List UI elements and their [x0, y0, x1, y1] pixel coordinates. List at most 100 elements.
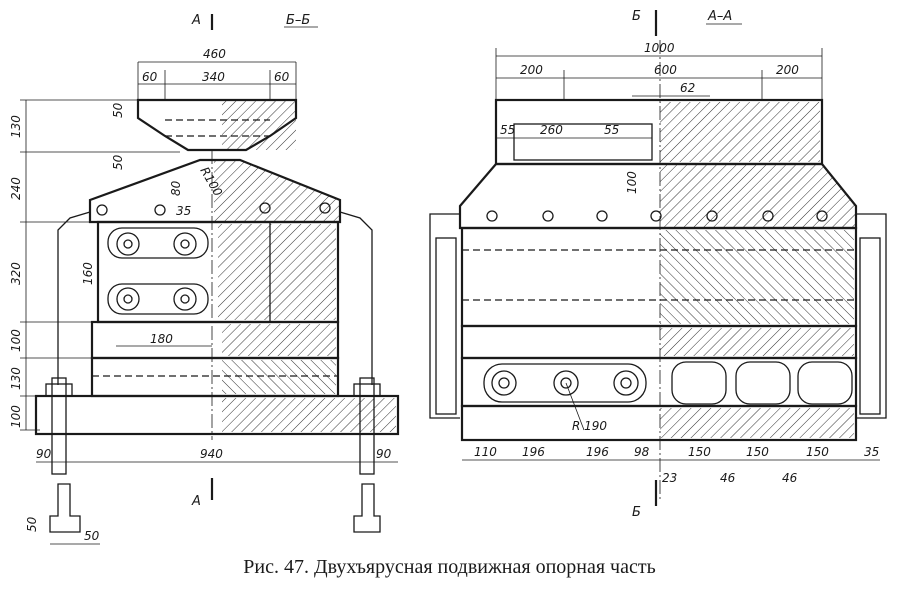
dim-46-a: 46 [720, 471, 736, 485]
dim-35-right: 35 [864, 445, 879, 459]
roller-axle [116, 232, 140, 256]
dim-anchor-50-h: 50 [84, 529, 100, 543]
dim-35: 35 [176, 204, 191, 218]
axle-center [560, 377, 572, 389]
dim-160: 160 [81, 262, 95, 285]
dim-196-b: 196 [586, 445, 609, 459]
dim-50-lower: 50 [111, 154, 125, 170]
right-upper-roller-hatch [660, 230, 854, 324]
dim-90-right: 90 [376, 447, 392, 461]
dim-150-a: 150 [688, 445, 711, 459]
bolt-head [486, 210, 498, 222]
nut [353, 383, 381, 397]
bolt-head [762, 210, 774, 222]
axle-center [180, 239, 190, 249]
anchor-detail-left [49, 483, 81, 533]
dim-340: 340 [202, 70, 225, 84]
right-roller-section [671, 361, 727, 405]
dim-46-b: 46 [782, 471, 798, 485]
left-anchor-bolt [51, 377, 67, 475]
upper-roller-hatch [218, 224, 336, 320]
dim-100-right: 100 [625, 171, 639, 194]
right-cut-mark-bottom: Б [632, 505, 641, 520]
dim-940: 940 [200, 447, 223, 461]
bolt-head [596, 210, 608, 222]
dim-23: 23 [662, 471, 677, 485]
dim-150-c: 150 [806, 445, 829, 459]
dim-60-right: 60 [274, 70, 290, 84]
right-top-cap-hatch [660, 102, 820, 162]
dim-r190: R 190 [572, 419, 607, 433]
right-base-plate [460, 404, 858, 442]
dim-55-left: 55 [500, 123, 515, 137]
right-roller-axle [491, 370, 517, 396]
dim-150-b: 150 [746, 445, 769, 459]
left-cut-mark-top: А [191, 13, 201, 28]
dim-196-a: 196 [522, 445, 545, 459]
dim-200-left: 200 [520, 63, 543, 77]
dim-600: 600 [654, 63, 677, 77]
right-view-left-hanger [429, 213, 460, 419]
dim-320: 320 [9, 262, 23, 285]
right-link-plate [483, 363, 647, 403]
base-plate [34, 394, 400, 436]
bolt-head [154, 204, 166, 216]
lower-roller-hatch [222, 360, 336, 394]
base-plate-hatch [222, 398, 396, 432]
dim-90-left: 90 [36, 447, 52, 461]
right-lower-roller-tier [460, 356, 858, 408]
axle-center [123, 239, 133, 249]
dim-260: 260 [540, 123, 563, 137]
right-section-title: А–А [707, 9, 732, 24]
right-anchor-bolt [359, 377, 375, 475]
roller-axle [173, 232, 197, 256]
bolt-head [816, 210, 828, 222]
dim-110: 110 [474, 445, 497, 459]
dim-55-right: 55 [604, 123, 619, 137]
dim-60-left: 60 [142, 70, 158, 84]
nut [45, 383, 73, 397]
bolt-head [542, 210, 554, 222]
left-cut-mark-bottom: А [191, 494, 201, 509]
dim-460: 460 [203, 47, 226, 61]
dim-98: 98 [634, 445, 650, 459]
bolt-head [650, 210, 662, 222]
dim-62: 62 [680, 81, 695, 95]
right-roller-section [735, 361, 791, 405]
roller-axle [173, 287, 197, 311]
right-view-right-hanger [856, 213, 887, 419]
figure-caption: Рис. 47. Двухъярусная подвижная опорная … [243, 556, 656, 578]
right-view: Б А–А 1000 200 600 200 62 55 260 55 100 [429, 9, 887, 520]
bolt-head [259, 202, 271, 214]
left-view: А Б–Б 460 60 340 60 130 240 320 100 130 … [9, 13, 400, 545]
dim-130-low: 130 [9, 367, 23, 390]
dim-200-right: 200 [776, 63, 799, 77]
dim-50-upper: 50 [111, 102, 125, 118]
anchor-detail-right [353, 483, 381, 533]
link-plate [107, 227, 209, 259]
axle-center [123, 294, 133, 304]
axle-center [620, 377, 632, 389]
bolt-head [319, 202, 331, 214]
right-roller-axle [613, 370, 639, 396]
upper-balancer-hatch [214, 160, 340, 222]
right-middle-plate-hatch [660, 328, 854, 356]
right-roller-section [797, 361, 853, 405]
dim-240: 240 [9, 177, 23, 200]
dim-100-bottom: 100 [9, 405, 23, 428]
middle-plate-hatch [222, 324, 336, 356]
right-tie-rod [339, 211, 373, 385]
side-guard-right [859, 237, 881, 415]
dim-1000: 1000 [644, 41, 675, 55]
dim-80: 80 [169, 180, 183, 196]
dim-180: 180 [150, 332, 173, 346]
side-guard-left [435, 237, 457, 415]
left-section-title: Б–Б [286, 13, 310, 28]
bolt-head [706, 210, 718, 222]
axle-center [498, 377, 510, 389]
top-cap-hatch [222, 100, 296, 150]
left-tie-rod [57, 211, 91, 385]
bolt-head [96, 204, 108, 216]
dim-100-mid: 100 [9, 329, 23, 352]
